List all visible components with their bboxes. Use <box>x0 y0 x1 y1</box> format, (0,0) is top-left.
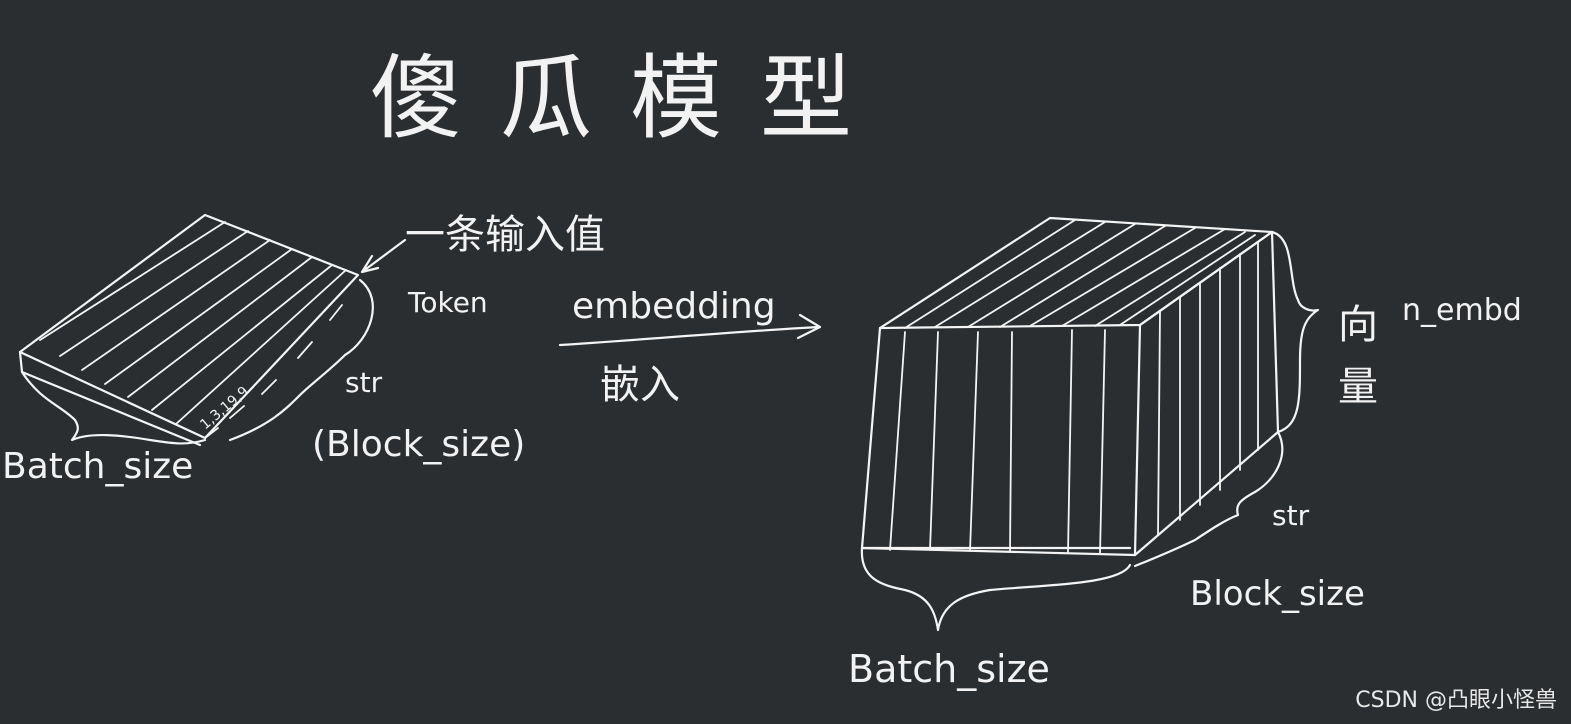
left-batch-size-label: Batch_size <box>2 446 193 487</box>
left-batch-brace <box>20 370 207 445</box>
input-value-pointer <box>360 238 407 274</box>
embedding-label: embedding <box>572 286 776 327</box>
diagram-title: 傻瓜模型 <box>370 45 890 152</box>
embedding-arrow <box>558 313 822 347</box>
embedding-cn-label: 嵌入 <box>600 362 680 408</box>
vector-brace <box>1270 230 1320 434</box>
right-batch-brace <box>860 546 1132 632</box>
token-id-values: 1,3,19,9 <box>197 384 252 433</box>
vector-label-text: 向 <box>1338 302 1378 348</box>
left-block-size-label: (Block_size) <box>312 424 525 465</box>
csdn-watermark: CSDN @凸眼小怪兽 <box>1355 688 1557 713</box>
left-str-label: str <box>345 366 383 399</box>
vector-label: 向 量 <box>1338 302 1391 410</box>
input-token-slab: 1,3,19,9 <box>18 213 360 447</box>
embedded-tensor-cube <box>860 216 1280 557</box>
n-embd-label: n_embd <box>1402 293 1522 328</box>
right-str-brace <box>1133 430 1284 568</box>
right-batch-size-label: Batch_size <box>848 647 1050 691</box>
token-label: Token <box>407 286 488 319</box>
input-value-label: 一条输入值 <box>405 212 605 258</box>
right-str-label: str <box>1272 499 1310 532</box>
right-block-size-label: Block_size <box>1190 574 1365 614</box>
left-str-brace <box>228 278 374 442</box>
vector-label-text-line2: 量 <box>1338 364 1378 410</box>
